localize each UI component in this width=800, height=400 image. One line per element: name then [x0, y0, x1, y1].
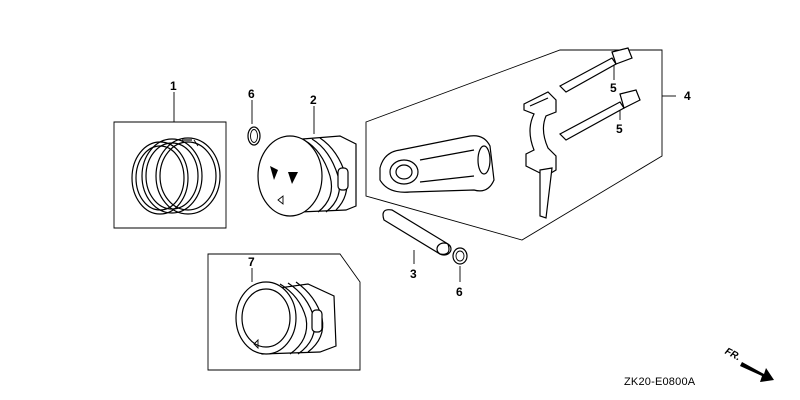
- rod-bolt-upper: [559, 47, 633, 93]
- callout-piston: 2: [310, 93, 317, 107]
- piston-rings-group: [113, 92, 227, 229]
- rod-cap: [523, 91, 557, 219]
- callout-connecting-rod: 4: [684, 89, 691, 103]
- piston-pin: [382, 209, 452, 264]
- rod-bolt-lower: [559, 89, 641, 141]
- callout-piston-rings: 1: [170, 79, 177, 93]
- pin-clip-lower: [452, 247, 468, 282]
- callout-piston-pin: 3: [410, 267, 417, 281]
- callout-pin-clip-upper: 6: [248, 87, 255, 101]
- connecting-rod: [379, 135, 495, 193]
- connecting-rod-frame: [365, 49, 676, 241]
- piston-oversize-frame: [207, 253, 361, 371]
- callout-pin-clip-lower: 6: [456, 285, 463, 299]
- piston-oversize-group: [207, 253, 361, 371]
- diagram-code: ZK20-E0800A: [624, 376, 696, 388]
- callout-rod-bolt-lower: 5: [616, 122, 623, 136]
- callout-rod-bolt-upper: 5: [610, 81, 617, 95]
- connecting-rod-frame-outline: [365, 49, 663, 241]
- front-direction-arrow-icon: [740, 362, 774, 382]
- piston: [257, 106, 357, 217]
- callout-piston-oversize: 7: [248, 255, 255, 269]
- pin-clip-upper: [247, 100, 261, 146]
- piston-rings-frame: [113, 121, 227, 229]
- piston-rings: [131, 137, 221, 215]
- piston-oversize: [235, 281, 337, 355]
